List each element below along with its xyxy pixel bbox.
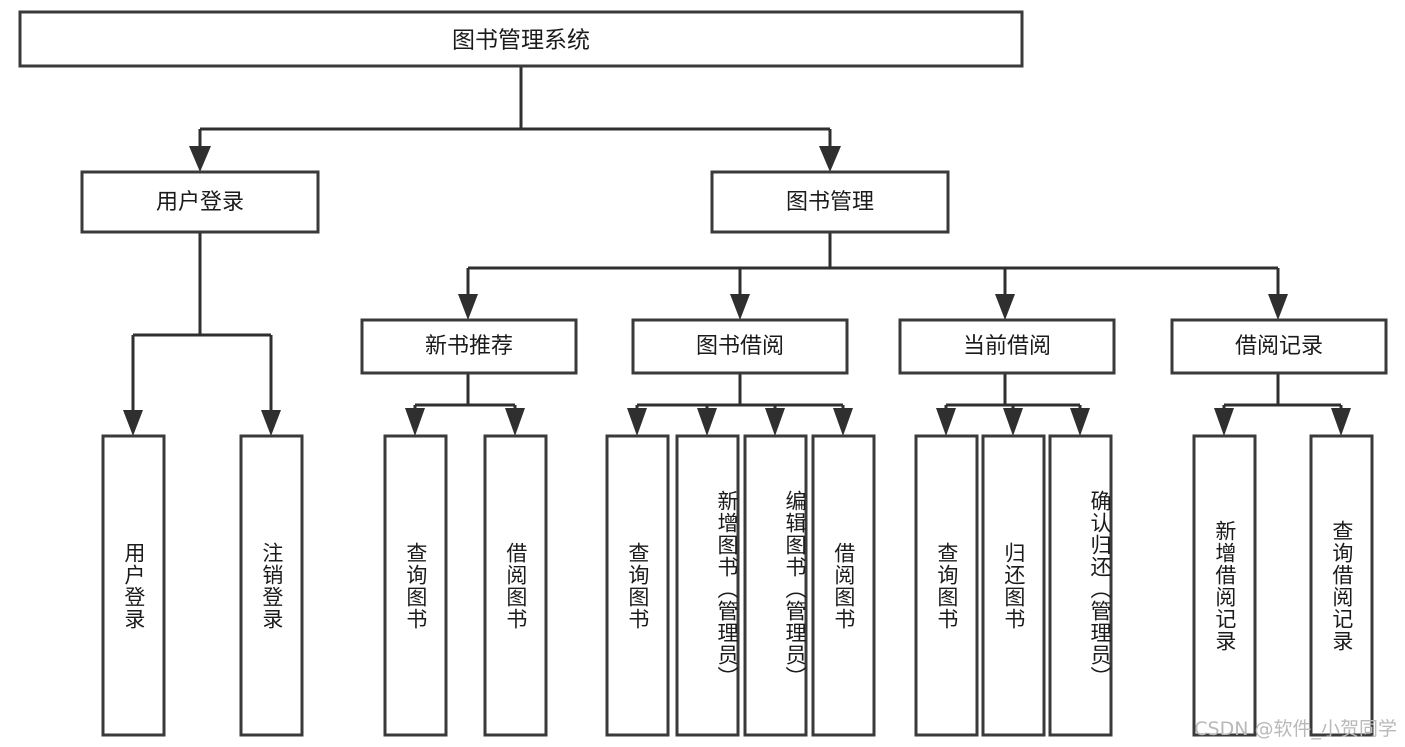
leaf-edit-book-box[interactable] [743, 434, 808, 737]
leaf-logout-box[interactable] [239, 434, 304, 737]
leaf-query-book-2-box[interactable] [605, 434, 670, 737]
arrow-head-leaf-edit-book [765, 408, 785, 436]
arrow-head-new-book [458, 294, 478, 320]
leaf-add-record-box[interactable] [1192, 434, 1257, 737]
arrow-head-borrow-record [1268, 294, 1288, 320]
arrow-head-leaf-query-book-3 [936, 408, 956, 436]
arrow-head-leaf-return-book [1003, 408, 1023, 436]
node-book-management[interactable]: 图书管理 [710, 170, 950, 234]
node-new-book-recommend-label: 新书推荐 [425, 334, 513, 359]
leaf-user-login-box[interactable] [101, 434, 166, 737]
leaf-query-book-1-box[interactable] [383, 434, 448, 737]
leaf-nodes-borrow-record [1192, 434, 1374, 737]
leaf-query-book-3-box[interactable] [914, 434, 979, 737]
arrow-head-leaf-logout [261, 410, 281, 436]
arrow-head-leaf-query-record [1331, 408, 1351, 436]
leaf-nodes-user-login [101, 434, 304, 737]
arrow-head-leaf-user-login [123, 410, 143, 436]
leaf-return-book-box[interactable] [981, 434, 1046, 737]
connectors-book-borrow-to-leaves [627, 373, 853, 436]
leaf-borrow-book-1-box[interactable] [483, 434, 548, 737]
arrow-head-leaf-query-book-1 [405, 408, 425, 436]
leaf-query-record-box[interactable] [1309, 434, 1374, 737]
node-borrow-record[interactable]: 借阅记录 [1170, 318, 1388, 375]
arrow-head-leaf-borrow-book-1 [505, 408, 525, 436]
node-user-login[interactable]: 用户登录 [80, 170, 320, 234]
leaf-confirm-return-box[interactable] [1048, 434, 1113, 737]
connectors-borrow-record-to-leaves [1214, 373, 1351, 436]
connectors-new-book-to-leaves [405, 373, 525, 436]
leaf-borrow-book-2-box[interactable] [811, 434, 876, 737]
node-borrow-record-box[interactable] [1170, 318, 1388, 375]
node-root-system-box[interactable] [18, 10, 1024, 68]
connectors-book-mgmt-to-level2 [458, 232, 1288, 320]
arrow-head-book-borrow [730, 294, 750, 320]
connectors-root-to-level1 [189, 66, 841, 172]
arrow-head-to-user-login [189, 146, 211, 172]
node-root-system-label: 图书管理系统 [452, 28, 590, 54]
arrow-head-leaf-add-book [697, 408, 717, 436]
node-book-borrow[interactable]: 图书借阅 [631, 318, 849, 375]
node-book-management-label: 图书管理 [786, 190, 874, 215]
leaf-nodes-current-borrow [914, 434, 1113, 737]
leaf-add-book-box[interactable] [675, 434, 740, 737]
node-new-book-recommend[interactable]: 新书推荐 [360, 318, 578, 375]
node-current-borrow-box[interactable] [898, 318, 1116, 375]
leaf-nodes-book-borrow [605, 434, 876, 737]
node-current-borrow[interactable]: 当前借阅 [898, 318, 1116, 375]
arrow-head-leaf-query-book-2 [627, 408, 647, 436]
node-book-borrow-label: 图书借阅 [696, 334, 784, 359]
node-book-borrow-box[interactable] [631, 318, 849, 375]
node-borrow-record-label: 借阅记录 [1235, 334, 1323, 359]
arrow-head-current-borrow [995, 294, 1015, 320]
arrow-head-to-book-mgmt [819, 146, 841, 172]
node-book-management-box[interactable] [710, 170, 950, 234]
node-user-login-label: 用户登录 [156, 190, 244, 215]
node-new-book-recommend-box[interactable] [360, 318, 578, 375]
arrow-head-leaf-borrow-book-2 [833, 408, 853, 436]
node-user-login-box[interactable] [80, 170, 320, 234]
arrow-head-leaf-add-record [1214, 408, 1234, 436]
node-current-borrow-label: 当前借阅 [963, 334, 1051, 359]
leaf-nodes-new-book-recommend [383, 434, 548, 737]
node-root-system[interactable]: 图书管理系统 [18, 10, 1024, 68]
connectors-current-borrow-to-leaves [936, 373, 1090, 436]
connectors-user-login-to-leaves [123, 232, 281, 436]
arrow-head-leaf-confirm-return [1070, 408, 1090, 436]
